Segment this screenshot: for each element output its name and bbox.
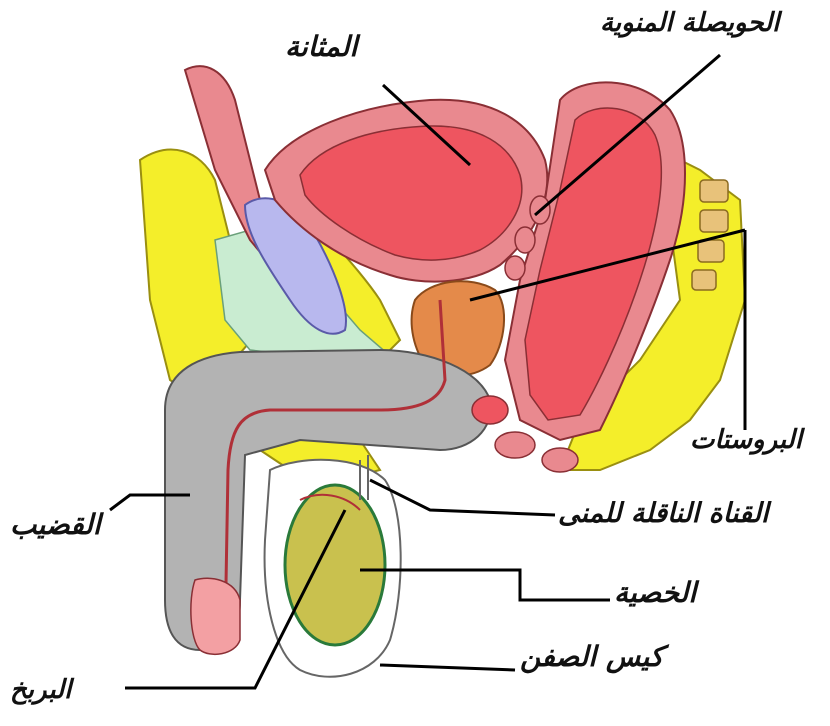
label-vas-deferens: القناة الناقلة للمنى	[558, 498, 769, 529]
vertebra-1	[700, 180, 728, 202]
glans	[191, 578, 240, 654]
label-seminal-vesicle: الحويصلة المنوية	[600, 8, 779, 38]
seminal-vesicle-shape-3	[505, 256, 525, 280]
seminal-vesicle-shape-2	[515, 227, 535, 253]
vertebra-2	[700, 210, 728, 232]
label-epididymis: البربخ	[10, 675, 71, 705]
bulb-1	[472, 396, 508, 424]
label-bladder: المثانة	[285, 30, 357, 63]
bulb-2	[495, 432, 535, 458]
testis	[285, 485, 385, 645]
label-scrotum: كيس الصفن	[520, 640, 663, 673]
bulb-3	[542, 448, 578, 472]
label-penis: القضيب	[10, 508, 101, 541]
leader-vas-deferens	[370, 480, 555, 515]
vertebra-4	[692, 270, 716, 290]
leader-scrotum	[380, 665, 515, 670]
label-testis: الخصية	[614, 576, 696, 609]
label-prostate: البروستات	[690, 425, 802, 455]
vertebra-3	[698, 240, 724, 262]
